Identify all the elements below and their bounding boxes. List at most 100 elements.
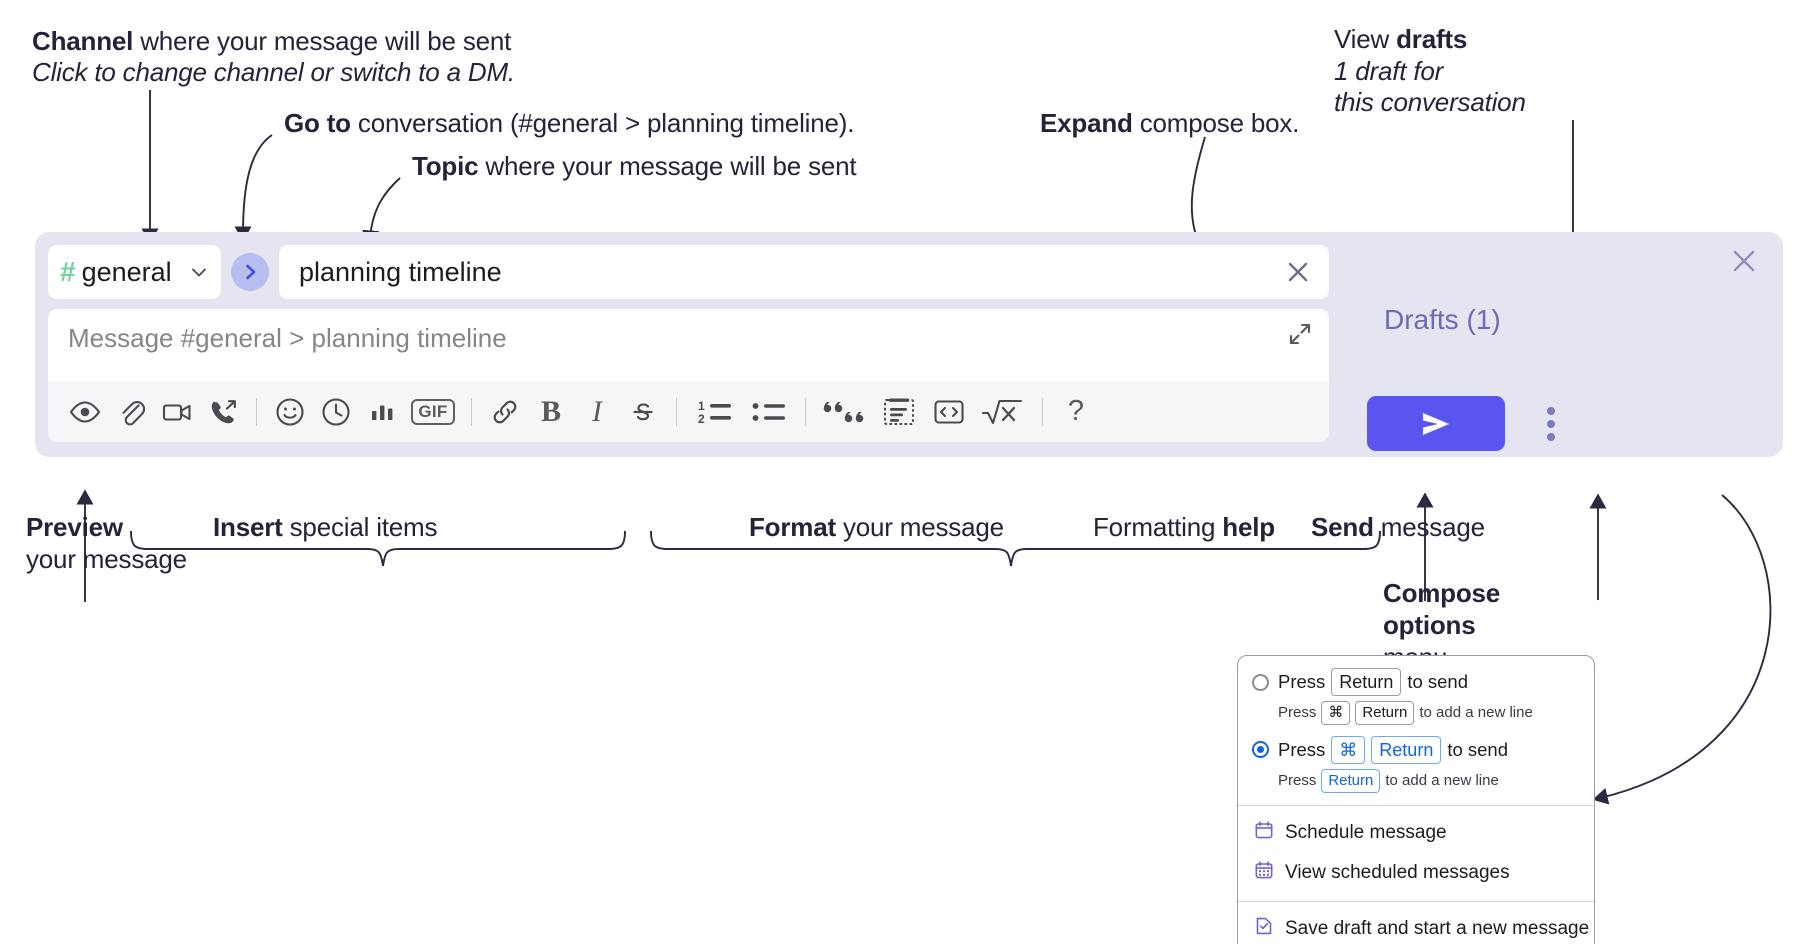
key-return: Return bbox=[1355, 701, 1415, 725]
annotation-drafts-italic2: this conversation bbox=[1334, 87, 1526, 117]
annotation-insert: Insert special items bbox=[213, 512, 438, 544]
annotation-formatting-help-bold: help bbox=[1222, 512, 1275, 542]
annotation-formatting-help-plain: Formatting bbox=[1093, 512, 1223, 542]
italic-icon[interactable]: I bbox=[574, 389, 620, 435]
radio-selected-icon[interactable] bbox=[1252, 741, 1269, 759]
annotation-drafts-sub2: this conversation bbox=[1334, 87, 1526, 119]
toolbar-separator bbox=[256, 397, 257, 426]
clear-topic-icon[interactable] bbox=[1283, 257, 1313, 287]
ordered-list-icon[interactable]: 1 2 bbox=[687, 389, 743, 435]
annotation-send: Send message bbox=[1311, 512, 1485, 544]
schedule-section: Schedule message View scheduled messages bbox=[1238, 804, 1594, 901]
calendar-grid-icon bbox=[1254, 860, 1274, 886]
send-option-cmd-press: Press bbox=[1278, 738, 1326, 760]
kebab-dot bbox=[1547, 420, 1555, 428]
sub-press: Press bbox=[1278, 772, 1317, 790]
hash-icon: # bbox=[60, 256, 76, 287]
annotation-preview: Preview bbox=[26, 512, 123, 544]
latex-icon[interactable] bbox=[974, 389, 1032, 435]
annotation-format-rest: your message bbox=[835, 512, 1004, 542]
send-option-return-sub: Press ⌘ Return to add a new line bbox=[1238, 698, 1594, 725]
draft-section: Save draft and start a new message bbox=[1238, 900, 1594, 944]
annotation-compose-options-bold1: Compose bbox=[1383, 578, 1501, 608]
annotation-expand: Expand compose box. bbox=[1040, 108, 1299, 140]
send-button[interactable] bbox=[1367, 396, 1505, 451]
compose-options-button[interactable] bbox=[1536, 404, 1566, 444]
annotation-topic-bold: Topic bbox=[412, 151, 479, 181]
attachment-icon[interactable] bbox=[108, 389, 154, 435]
annotation-drafts-sub1: 1 draft for bbox=[1334, 56, 1443, 88]
annotation-channel: Channel where your message will be sent bbox=[32, 26, 511, 58]
annotation-channel-bold: Channel bbox=[32, 26, 134, 56]
drafts-link[interactable]: Drafts (1) bbox=[1384, 304, 1501, 335]
send-shortcut-options: Press Return to send Press ⌘ Return to a… bbox=[1238, 656, 1594, 805]
compose-main-column: # general bbox=[48, 244, 1329, 444]
toolbar-separator bbox=[471, 397, 472, 426]
annotation-topic: Topic where your message will be sent bbox=[412, 151, 857, 183]
annotation-insert-bold: Insert bbox=[213, 512, 283, 542]
key-return: Return bbox=[1371, 735, 1442, 764]
calendar-icon bbox=[1254, 820, 1274, 846]
annotation-goto-bold: Go to bbox=[284, 108, 351, 138]
bold-icon[interactable]: B bbox=[528, 389, 574, 435]
toolbar-separator bbox=[676, 397, 677, 426]
save-draft-icon bbox=[1254, 916, 1274, 942]
menu-item-schedule-message[interactable]: Schedule message bbox=[1238, 813, 1594, 853]
send-option-return-suffix: to send bbox=[1407, 671, 1469, 693]
annotation-send-bold: Send bbox=[1311, 512, 1374, 542]
annotation-expand-bold: Expand bbox=[1040, 108, 1133, 138]
go-to-conversation-button[interactable] bbox=[231, 253, 269, 291]
kebab-dot bbox=[1547, 433, 1555, 441]
annotation-channel-sub: Click to change channel or switch to a D… bbox=[32, 57, 515, 89]
sub-press: Press bbox=[1278, 704, 1317, 722]
send-paper-plane-icon bbox=[1423, 412, 1449, 435]
compose-right-rail: Drafts (1) bbox=[1340, 244, 1770, 451]
menu-item-label: Save draft and start a new message bbox=[1285, 917, 1590, 939]
bold-label: B bbox=[540, 394, 561, 428]
annotation-preview-bold: Preview bbox=[26, 512, 123, 542]
preview-icon[interactable] bbox=[62, 389, 108, 435]
send-option-cmd-return[interactable]: Press ⌘ Return to send bbox=[1238, 734, 1594, 766]
audio-call-icon[interactable] bbox=[200, 389, 246, 435]
clock-icon[interactable] bbox=[313, 389, 359, 435]
topic-field[interactable] bbox=[279, 245, 1329, 299]
send-option-return[interactable]: Press Return to send bbox=[1238, 666, 1594, 698]
expand-icon[interactable] bbox=[1287, 321, 1313, 347]
message-input-area[interactable]: Message #general > planning timeline bbox=[48, 309, 1329, 381]
compose-panel: # general bbox=[35, 232, 1783, 457]
annotation-format: Format your message bbox=[749, 512, 1004, 544]
inline-code-icon[interactable] bbox=[924, 389, 974, 435]
svg-text:1: 1 bbox=[698, 399, 705, 413]
annotation-preview-line2: your message bbox=[26, 544, 187, 576]
send-option-return-press: Press bbox=[1278, 671, 1326, 693]
menu-item-view-scheduled-messages[interactable]: View scheduled messages bbox=[1238, 853, 1594, 893]
annotation-compose-options-bold2: options bbox=[1383, 610, 1476, 640]
formatting-toolbar: GIF B I bbox=[48, 381, 1329, 442]
code-block-icon[interactable] bbox=[874, 389, 924, 435]
menu-item-label: Schedule message bbox=[1285, 821, 1447, 843]
compose-header-row: # general bbox=[48, 244, 1329, 300]
link-icon[interactable] bbox=[482, 389, 528, 435]
strikethrough-icon[interactable] bbox=[620, 389, 666, 435]
menu-item-save-draft[interactable]: Save draft and start a new message bbox=[1238, 909, 1594, 944]
sub-suffix: to add a new line bbox=[1385, 772, 1499, 790]
message-placeholder: Message #general > planning timeline bbox=[68, 323, 507, 353]
annotation-compose-options-2: options bbox=[1383, 610, 1476, 642]
key-command: ⌘ bbox=[1331, 735, 1366, 764]
send-option-cmd-sub: Press Return to add a new line bbox=[1238, 766, 1594, 793]
radio-unselected-icon[interactable] bbox=[1252, 673, 1269, 691]
emoji-icon[interactable] bbox=[267, 389, 313, 435]
bulleted-list-icon[interactable] bbox=[743, 389, 795, 435]
chevron-down-icon bbox=[189, 262, 209, 282]
gif-label: GIF bbox=[411, 398, 455, 425]
channel-selector[interactable]: # general bbox=[48, 245, 221, 299]
video-camera-icon[interactable] bbox=[154, 389, 200, 435]
help-label: ? bbox=[1067, 395, 1085, 427]
gif-icon[interactable]: GIF bbox=[405, 389, 461, 435]
sub-suffix: to add a new line bbox=[1419, 704, 1533, 722]
poll-icon[interactable] bbox=[359, 389, 405, 435]
close-icon[interactable] bbox=[1727, 244, 1761, 278]
help-icon[interactable]: ? bbox=[1053, 389, 1099, 435]
topic-input[interactable] bbox=[297, 255, 1283, 289]
blockquote-icon[interactable] bbox=[816, 389, 874, 435]
